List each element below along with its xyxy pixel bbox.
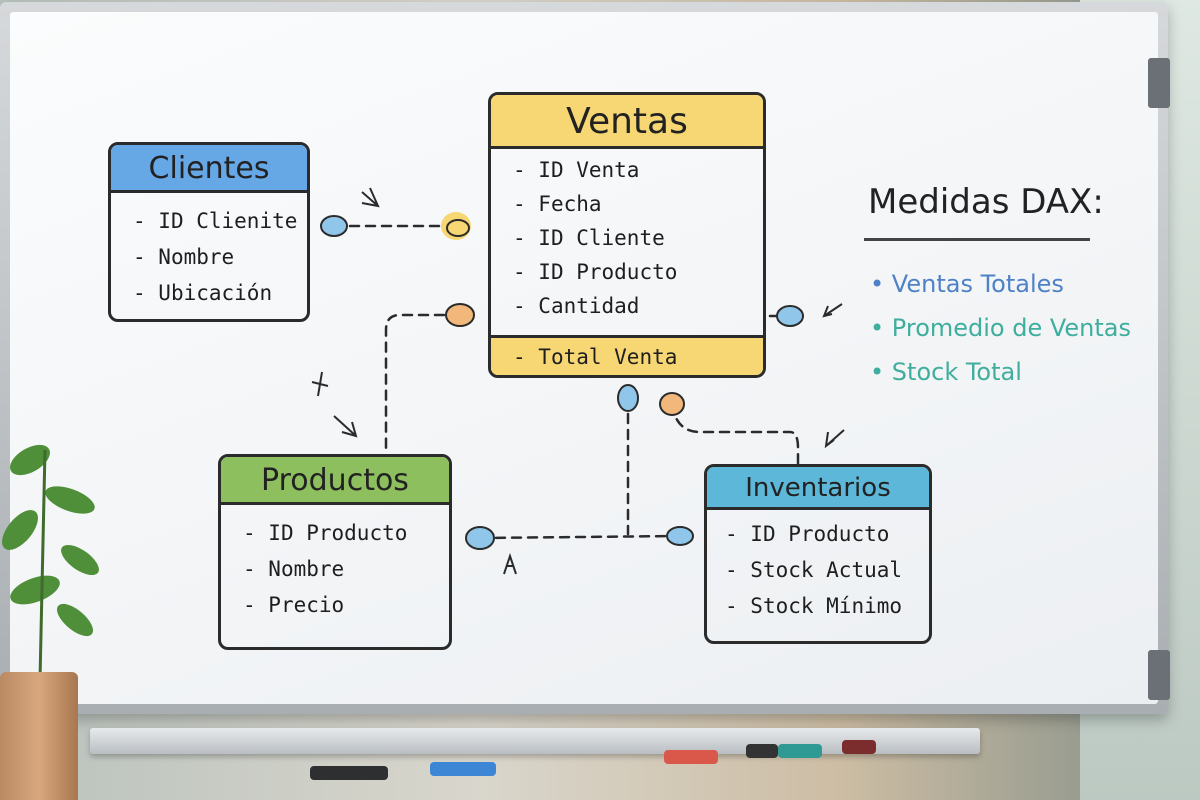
arrow-clientes [361,187,380,208]
table-ventas[interactable]: Ventas ID Venta Fecha ID Cliente ID Prod… [488,92,766,378]
field-item: Nombre [243,551,449,587]
dax-measure-item: Stock Total [870,350,1131,394]
connector-ventas-bottom-orange [659,392,685,416]
field-item: ID Clienite [133,203,307,239]
field-item: Fecha [513,187,763,221]
arrow-dax [822,303,843,318]
field-item: ID Producto [513,255,763,289]
arrow-inventarios [824,429,845,449]
connector-ventas-right [776,305,804,327]
table-ventas-fields: ID Venta Fecha ID Cliente ID Producto Ca… [491,149,763,323]
connector-ventas-mid [445,303,475,327]
marker-red[interactable] [664,750,718,764]
table-clientes-title: Clientes [111,145,307,193]
table-productos[interactable]: Productos ID Producto Nombre Precio [218,454,452,650]
connector-inventarios [666,526,694,546]
field-item: Ubicación [133,275,307,311]
field-item: Nombre [133,239,307,275]
table-clientes[interactable]: Clientes ID Clienite Nombre Ubicación [108,142,310,322]
table-productos-fields: ID Producto Nombre Precio [221,505,449,623]
frame-corner-bottom-right [1148,650,1170,700]
dax-measure-item: Ventas Totales [870,262,1131,306]
marker-tray [90,728,980,754]
connector-productos [465,526,495,550]
connector-clientes [320,215,348,237]
plant-pot [0,672,78,800]
arrow-productos-tick [311,371,329,397]
frame-corner-top-right [1148,58,1170,108]
dax-measure-item: Promedio de Ventas [870,306,1131,350]
plant-leaves [2,444,99,680]
table-inventarios-fields: ID Producto Stock Actual Stock Mínimo [707,510,929,624]
field-item: Precio [243,587,449,623]
marker-teal[interactable] [778,744,822,758]
connector-ventas-bottom-blue [617,384,639,412]
table-productos-title: Productos [221,457,449,505]
dax-title: Medidas DAX: [868,182,1104,222]
table-ventas-title: Ventas [491,95,763,149]
marker-blue[interactable] [430,762,496,776]
table-inventarios[interactable]: Inventarios ID Producto Stock Actual Sto… [704,464,932,644]
relation-ventas-inventarios [670,402,800,466]
field-total-venta: Total Venta [491,335,763,375]
relation-ventas-productos [384,313,462,452]
marker-dark[interactable] [746,744,778,758]
marker-dark-red[interactable] [842,740,876,754]
dax-measure-list: Ventas Totales Promedio de Ventas Stock … [870,262,1131,394]
table-clientes-fields: ID Clienite Nombre Ubicación [111,193,307,311]
field-item: ID Cliente [513,221,763,255]
field-item: ID Producto [725,516,929,552]
field-item: Stock Actual [725,552,929,588]
table-inventarios-title: Inventarios [707,467,929,510]
dax-underline [864,238,1090,241]
arrow-productos [333,415,358,438]
relation-productos-inventarios [478,534,682,540]
field-item: ID Venta [513,153,763,187]
field-item: Stock Mínimo [725,588,929,624]
field-item: ID Producto [243,515,449,551]
arrow-productos-bottom [503,552,517,575]
field-item: Cantidad [513,289,763,323]
marker-black[interactable] [310,766,388,780]
